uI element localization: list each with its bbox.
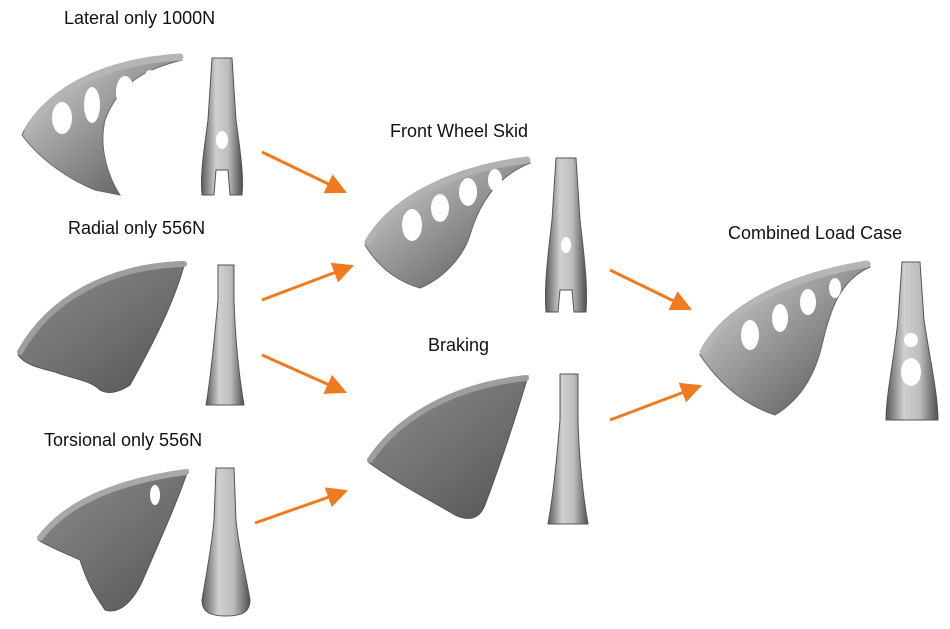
torsional-load-label: Torsional only 556N — [44, 430, 203, 450]
arrow-braking-to-combined — [609, 382, 702, 422]
torsional-fork-front-view — [201, 467, 251, 617]
front-wheel-skid-side-view — [364, 156, 531, 289]
flow-arrows — [254, 150, 702, 525]
front-wheel-skid-label: Front Wheel Skid — [390, 121, 529, 141]
braking-label: Braking — [428, 335, 490, 355]
front-wheel-skid-front-view — [544, 157, 588, 313]
braking-front-view — [547, 373, 589, 525]
lateral-fork-front-view — [200, 57, 244, 196]
torsional-fork-side-view — [37, 469, 189, 612]
arrow-lateral-to-front-wheel-skid — [261, 150, 347, 194]
lateral-fork-side-view — [21, 53, 184, 196]
arrow-torsional-to-braking — [254, 487, 348, 525]
arrow-front-wheel-skid-to-combined — [609, 268, 692, 311]
radial-fork-side-view — [17, 261, 187, 393]
arrow-radial-to-braking — [261, 353, 347, 394]
braking-side-view — [367, 375, 529, 519]
radial-fork-front-view — [205, 264, 245, 406]
arrow-radial-to-front-wheel-skid — [261, 262, 354, 302]
combined-load-case-label: Combined Load Case — [728, 223, 903, 243]
radial-load-label: Radial only 556N — [68, 218, 206, 238]
combined-load-case-side-view — [699, 260, 871, 416]
combined-load-case-front-view — [885, 261, 939, 421]
lateral-load-label: Lateral only 1000N — [64, 8, 216, 28]
